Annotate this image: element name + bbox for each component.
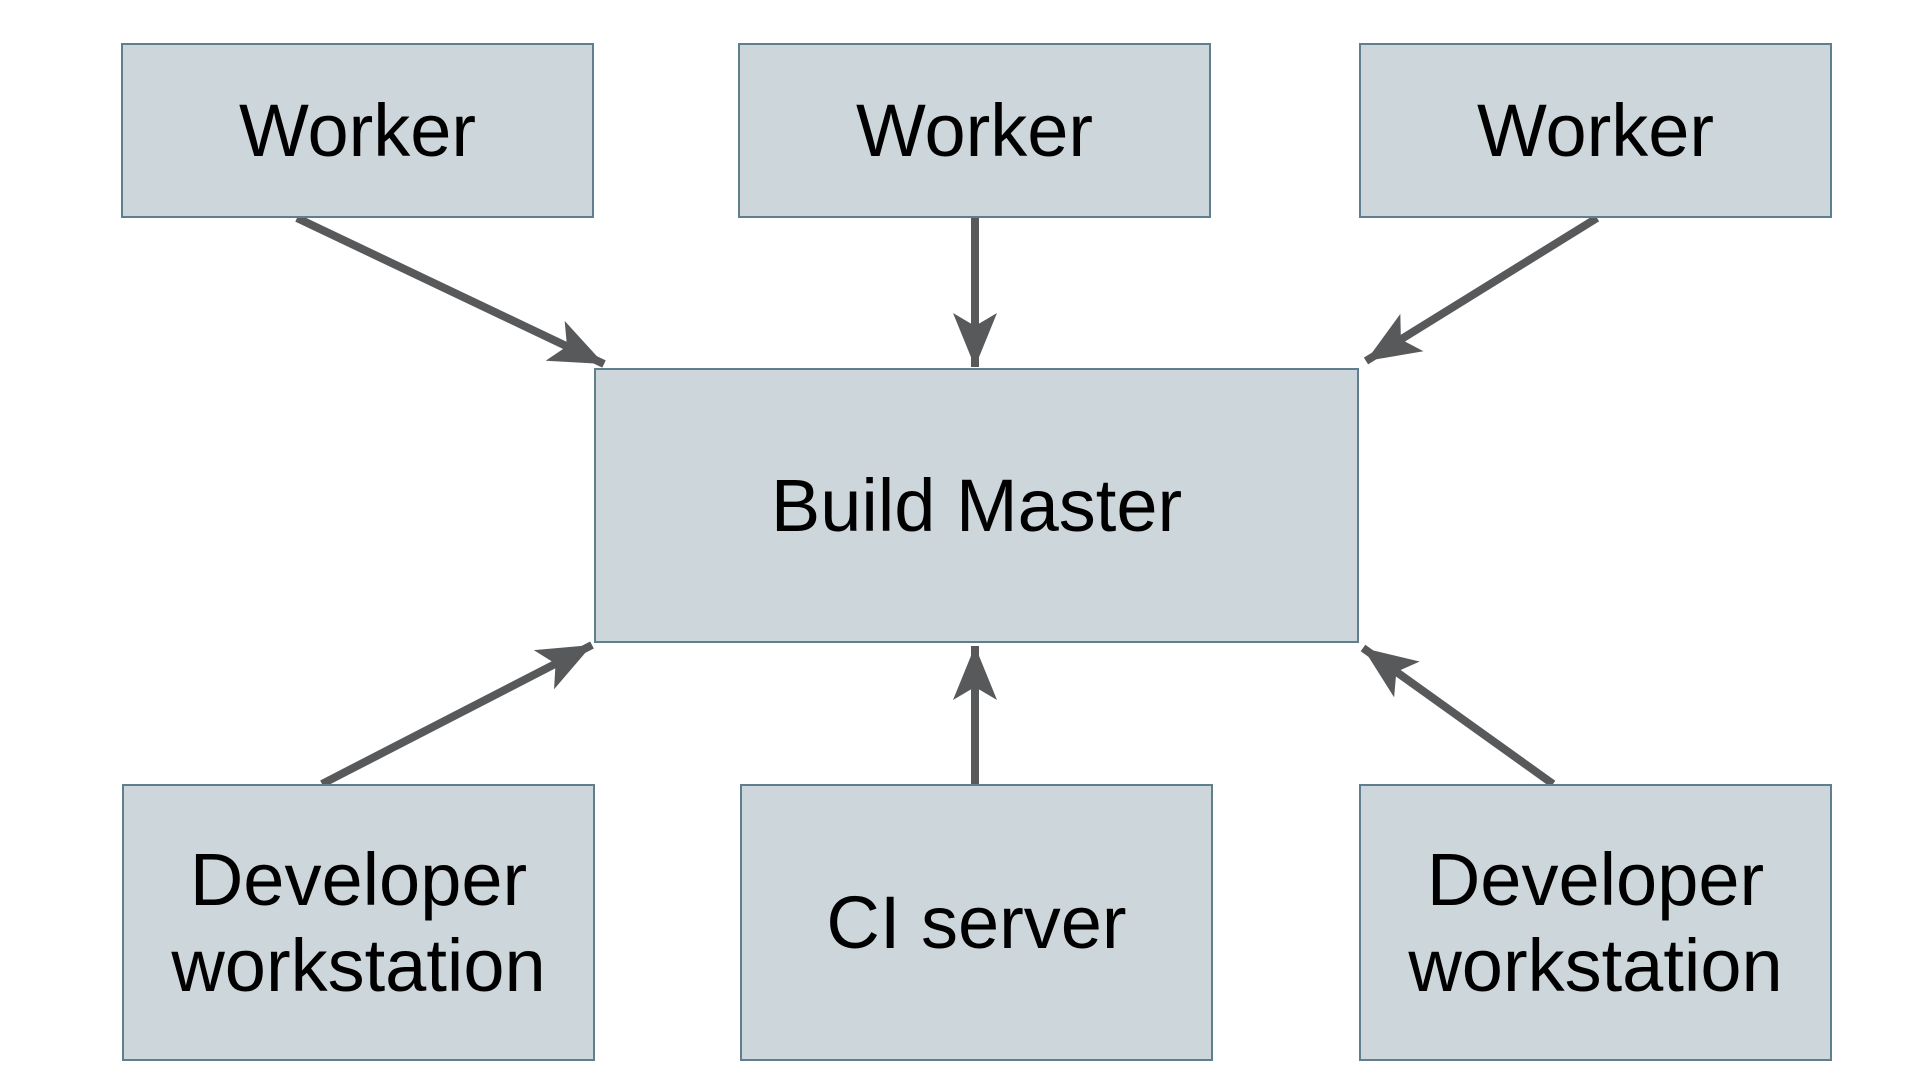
node-build-master-label: Build Master — [770, 463, 1183, 547]
node-worker-1: Worker — [121, 43, 594, 218]
node-worker-2: Worker — [738, 43, 1211, 218]
node-worker-2-label: Worker — [855, 88, 1094, 172]
node-developer-workstation-right: Developer workstation — [1359, 784, 1832, 1061]
node-worker-3: Worker — [1359, 43, 1832, 218]
node-developer-workstation-left-label: Developer workstation — [171, 837, 546, 1007]
arrow-worker-3-to-build-master — [1363, 214, 1600, 365]
node-worker-3-label: Worker — [1476, 88, 1715, 172]
node-worker-1-label: Worker — [238, 88, 477, 172]
node-ci-server: CI server — [740, 784, 1213, 1061]
node-ci-server-label: CI server — [826, 880, 1127, 964]
arrow-worker-1-to-build-master — [295, 214, 606, 368]
node-build-master: Build Master — [594, 368, 1359, 643]
node-developer-workstation-right-label: Developer workstation — [1408, 837, 1783, 1007]
node-developer-workstation-left: Developer workstation — [122, 784, 595, 1061]
arrow-developer-workstation-left-to-build-master — [320, 641, 594, 788]
arrow-developer-workstation-right-to-build-master — [1360, 644, 1556, 788]
